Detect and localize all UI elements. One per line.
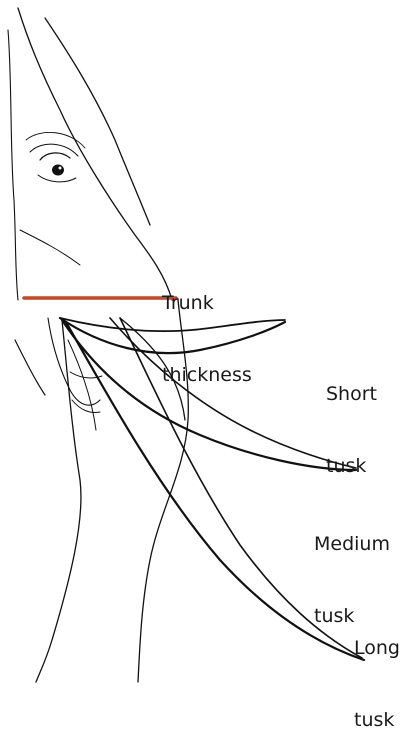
cheek-wrinkle [20,230,80,265]
lower-jaw-outline [15,340,45,395]
trunk-label-line1: Trunk [162,291,252,315]
long-label-line1: Long [354,636,400,660]
short-label-line1: Short [326,382,377,406]
short-tusk-label: Short tusk [326,334,377,502]
lip-outline [48,318,100,405]
long-label-line2: tusk [354,708,400,732]
trunk-thickness-label: Trunk thickness [162,243,252,411]
head-outline-left [18,8,172,300]
trunk-label-line2: thickness [162,363,252,387]
long-tusk-label: Long tusk [354,588,400,756]
medium-label-line1: Medium [314,532,390,556]
eye-icon [26,132,85,181]
ear-edge [8,30,18,300]
short-label-line2: tusk [326,454,377,478]
head-outline-upper [45,18,150,225]
lip-crease-2 [72,400,100,413]
